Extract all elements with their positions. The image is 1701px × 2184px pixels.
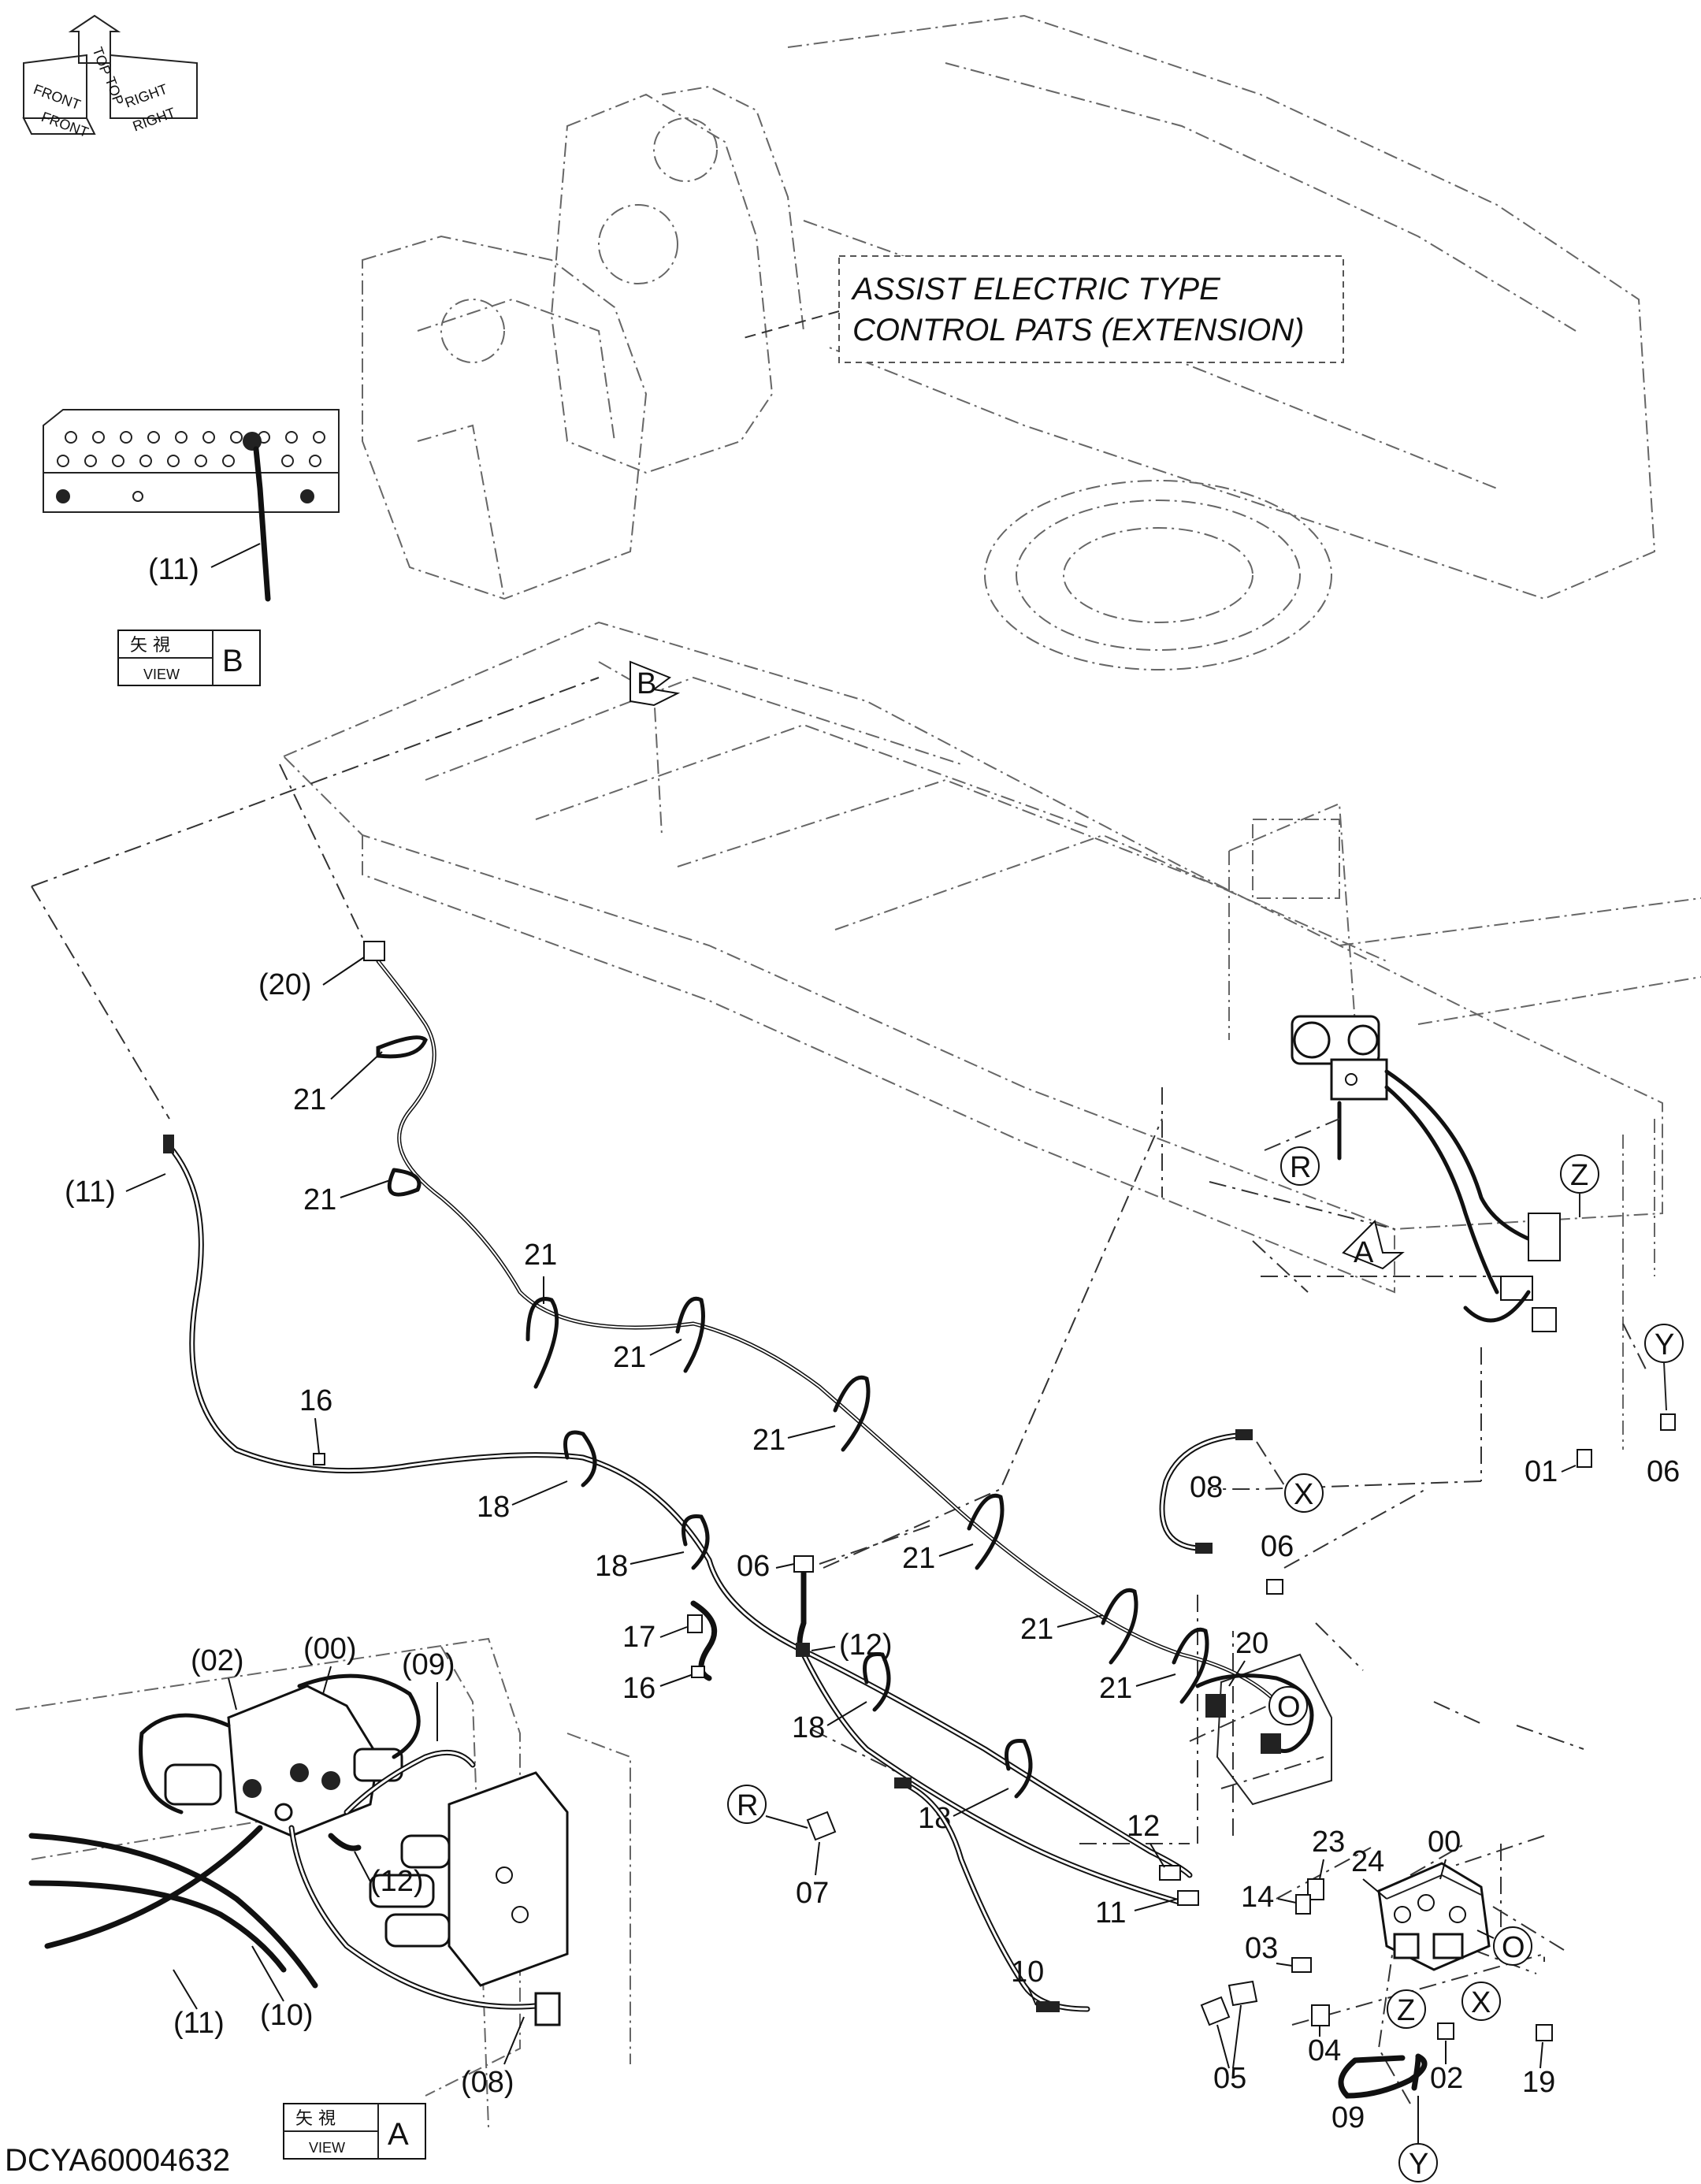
label-16-b: 16 xyxy=(622,1672,656,1705)
label-11-view-b: (11) xyxy=(148,553,199,586)
view-a-cjk: 矢 視 xyxy=(295,2109,336,2129)
label-17: 17 xyxy=(622,1621,656,1654)
fittings-11-12: 12 11 xyxy=(1095,1810,1199,1930)
label-view-a-00: (00) xyxy=(303,1632,357,1666)
solenoid-assembly-lower: O xyxy=(1195,1653,1332,1806)
label-07: 07 xyxy=(796,1877,829,1910)
lower-right-parts: 09 02 X 19 Y xyxy=(1331,1982,1555,2182)
hose-08: 08 X 06 xyxy=(1159,1429,1324,1595)
label-view-a-12: (12) xyxy=(370,1865,424,1898)
label-14: 14 xyxy=(1241,1881,1274,1914)
view-b-cjk: 矢 視 xyxy=(130,636,170,656)
orientation-icon: FRONT TOP RIGHT FRONT TOP RIGHT xyxy=(22,14,198,140)
marker-r-top-letter: R xyxy=(1290,1151,1311,1184)
label-04: 04 xyxy=(1308,2034,1341,2067)
label-21-b: 21 xyxy=(303,1183,336,1216)
title-line-1: ASSIST ELECTRIC TYPE xyxy=(851,272,1221,306)
orientation-label-front: FRONT xyxy=(32,81,83,113)
label-06-mid: 06 xyxy=(1261,1530,1294,1563)
marker-y-top: Y 06 xyxy=(1644,1324,1684,1488)
view-b-letter: B xyxy=(222,644,243,678)
tie-labels: 21 21 21 21 21 21 21 21 20 16 18 18 xyxy=(293,1051,1268,1705)
title-box: ASSIST ELECTRIC TYPE CONTROL PATS (EXTEN… xyxy=(740,255,1344,363)
label-05: 05 xyxy=(1213,2062,1246,2095)
view-arrow-b-letter: B xyxy=(637,667,656,700)
marker-z-top: Z xyxy=(1560,1154,1599,1217)
label-21-h: 21 xyxy=(1099,1672,1132,1705)
label-18-a: 18 xyxy=(477,1491,510,1524)
solenoid-assembly-upper xyxy=(1291,1015,1561,1332)
marker-r-top: R xyxy=(1264,1118,1340,1186)
view-b-word: VIEW xyxy=(143,667,180,682)
label-12: 12 xyxy=(1127,1810,1160,1843)
label-06-right: 06 xyxy=(1647,1455,1680,1488)
label-21-c: 21 xyxy=(524,1239,557,1272)
orientation-label-top-2: TOP xyxy=(102,75,127,107)
label-view-a-09: (09) xyxy=(402,1648,455,1681)
label-24: 24 xyxy=(1351,1845,1384,1878)
marker-y-top-letter: Y xyxy=(1655,1328,1674,1361)
part-01: 01 xyxy=(1525,1449,1592,1488)
view-a-letter: A xyxy=(388,2117,409,2152)
control-valve-00: 00 23 24 O xyxy=(1307,1826,1532,1971)
view-a-word: VIEW xyxy=(309,2140,345,2156)
label-21-a: 21 xyxy=(293,1083,326,1116)
label-view-a-08: (08) xyxy=(461,2066,514,2099)
label-19: 19 xyxy=(1522,2066,1555,2099)
title-line-2: CONTROL PATS (EXTENSION) xyxy=(852,313,1304,347)
marker-z-top-letter: Z xyxy=(1570,1159,1588,1192)
label-view-a-10: (10) xyxy=(260,1999,314,2032)
small-fittings: 14 03 04 Z 10 05 R 07 xyxy=(727,1777,1426,2095)
marker-y-lower-letter: Y xyxy=(1409,2148,1428,2181)
label-10: 10 xyxy=(1011,1956,1044,1989)
drawing-code: DCYA60004632 xyxy=(5,2143,230,2178)
view-arrow-a: A xyxy=(1342,1220,1405,1270)
orientation-label-front-2: FRONT xyxy=(39,109,91,140)
label-00: 00 xyxy=(1428,1826,1461,1859)
label-06-top: 06 xyxy=(737,1550,770,1583)
label-09: 09 xyxy=(1331,2101,1365,2134)
orientation-label-right: RIGHT xyxy=(123,81,169,111)
label-18-c: 18 xyxy=(792,1711,825,1744)
label-11-main: (11) xyxy=(65,1176,116,1209)
label-20-top: (20) xyxy=(258,968,312,1001)
label-16-a: 16 xyxy=(299,1384,332,1417)
view-b-detail: (11) 矢 視 VIEW B xyxy=(43,409,340,686)
label-view-a-11: (11) xyxy=(173,2007,225,2040)
label-11: 11 xyxy=(1095,1896,1126,1930)
marker-z-lower-letter: Z xyxy=(1397,1994,1415,2027)
machine-frame xyxy=(282,14,1701,1450)
label-21-f: 21 xyxy=(902,1542,935,1575)
label-03: 03 xyxy=(1245,1932,1278,1965)
marker-o-top-letter: O xyxy=(1277,1691,1301,1724)
label-01: 01 xyxy=(1525,1455,1558,1488)
label-20: 20 xyxy=(1235,1627,1268,1660)
wire-harness-20: (20) xyxy=(258,941,1279,1704)
label-18-b: 18 xyxy=(595,1550,628,1583)
marker-o-lower-letter: O xyxy=(1502,1931,1525,1964)
label-23: 23 xyxy=(1312,1826,1345,1859)
label-21-g: 21 xyxy=(1020,1613,1053,1646)
label-02: 02 xyxy=(1430,2062,1463,2095)
hose-12: 06 (12) 17 16 18 18 xyxy=(622,1550,1185,1906)
label-view-a-02: (02) xyxy=(191,1644,244,1677)
view-arrow-b: B xyxy=(630,660,681,707)
label-08: 08 xyxy=(1190,1471,1223,1504)
label-21-e: 21 xyxy=(752,1424,786,1457)
view-arrow-a-letter: A xyxy=(1354,1236,1374,1269)
cable-ties xyxy=(376,1035,1209,1799)
marker-x-lower-letter: X xyxy=(1471,1986,1491,2019)
orientation-label-right-2: RIGHT xyxy=(131,105,177,135)
label-12-paren: (12) xyxy=(839,1629,893,1662)
marker-r-lower-letter: R xyxy=(737,1789,758,1822)
label-21-d: 21 xyxy=(613,1341,646,1374)
marker-x-top-letter: X xyxy=(1294,1478,1313,1511)
view-a-detail: (02) (00) (09) (12) (11) (10) (08) 矢 視 V… xyxy=(15,1632,631,2160)
